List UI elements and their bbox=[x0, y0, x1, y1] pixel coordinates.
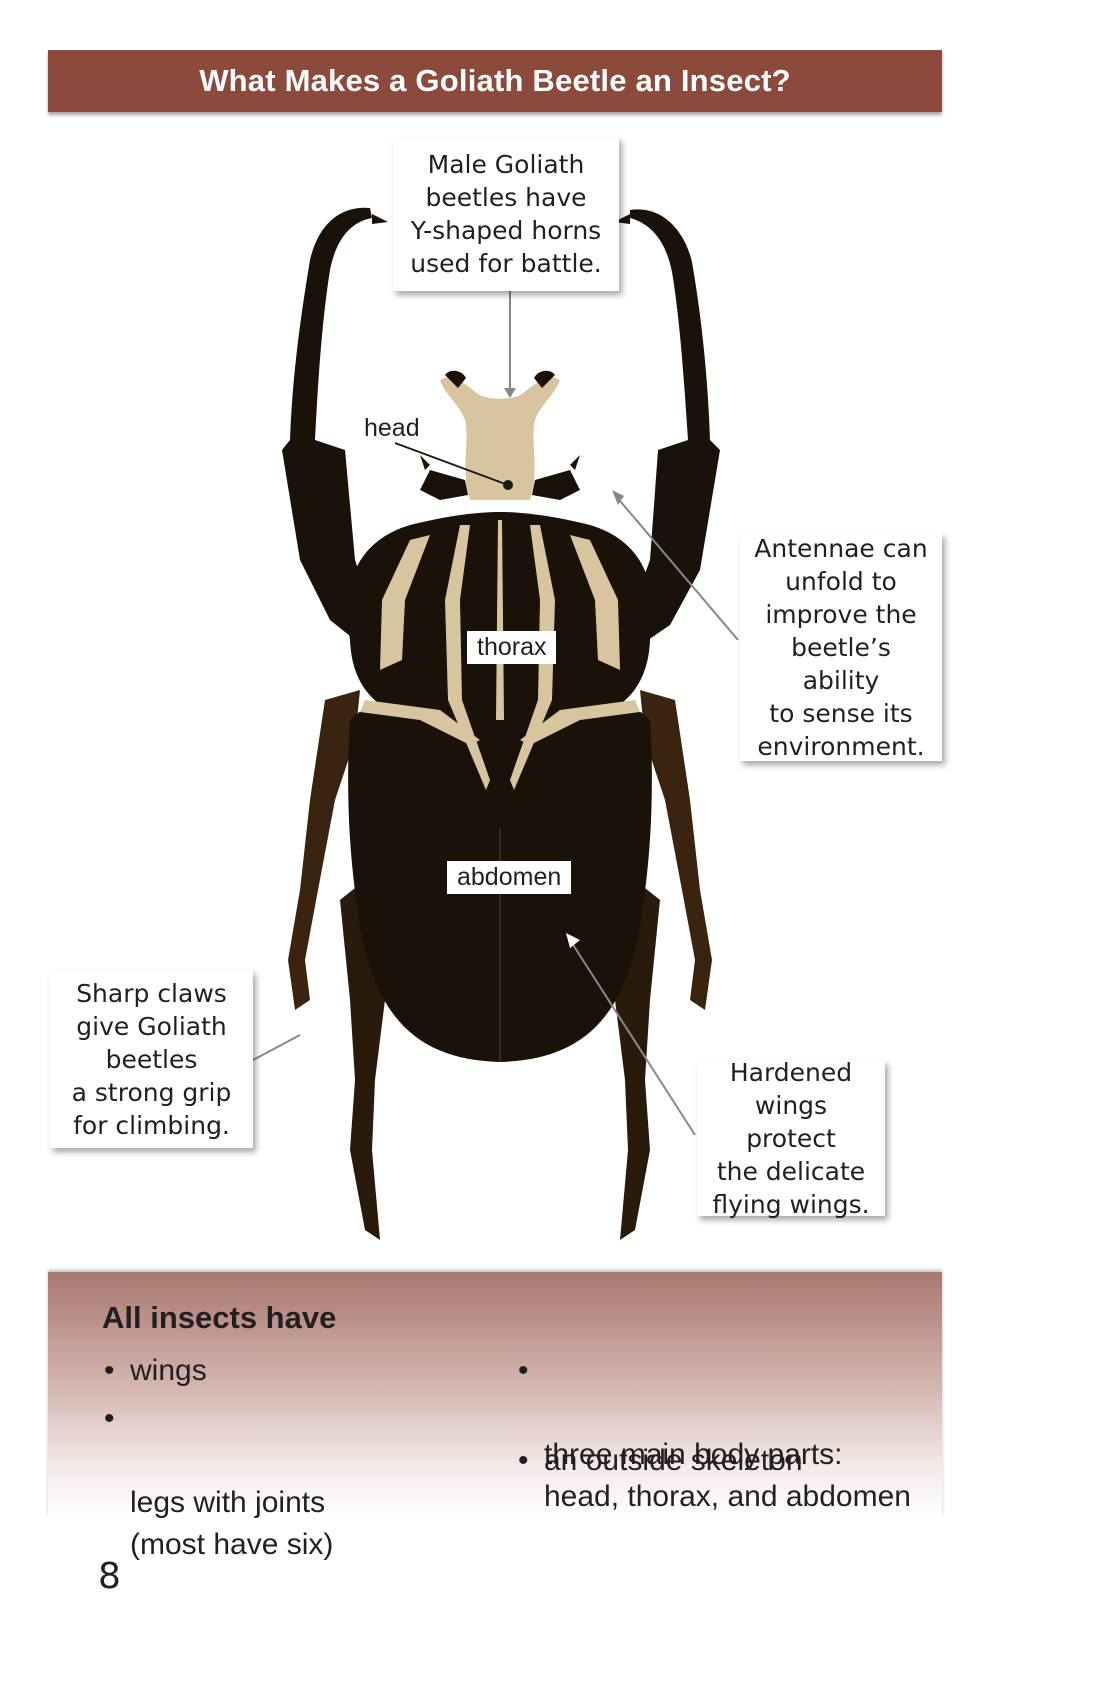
head-shape bbox=[440, 377, 560, 500]
pointer-lines bbox=[252, 290, 739, 1136]
fact-wings: • wings bbox=[104, 1350, 207, 1392]
bullet: • bbox=[518, 1354, 529, 1387]
page-title: What Makes a Goliath Beetle an Insect? bbox=[199, 63, 791, 98]
fact-text: an outside skeleton bbox=[544, 1444, 803, 1477]
page-title-bar: What Makes a Goliath Beetle an Insect? bbox=[48, 50, 942, 112]
facts-heading: All insects have bbox=[102, 1300, 337, 1335]
bullet: • bbox=[104, 1402, 115, 1435]
fact-skeleton: • an outside skeleton bbox=[518, 1440, 803, 1482]
fact-legs: • legs with joints (most have six) bbox=[104, 1398, 333, 1566]
fact-text: three main body parts: head, thorax, and… bbox=[544, 1438, 911, 1513]
bullet: • bbox=[104, 1354, 115, 1387]
abdomen-label: abdomen bbox=[447, 861, 572, 894]
antennae-callout: Antennae can unfold to improve the beetl… bbox=[740, 533, 942, 761]
page-number: 8 bbox=[98, 1556, 121, 1597]
fact-body-parts: • three main body parts: head, thorax, a… bbox=[518, 1350, 911, 1518]
left-foreleg bbox=[282, 207, 388, 640]
head-pointer-dot bbox=[503, 480, 513, 490]
thorax-stripes bbox=[360, 520, 640, 790]
fact-text: wings bbox=[130, 1354, 207, 1387]
insect-facts-panel: All insects have • wings • legs with joi… bbox=[48, 1272, 942, 1561]
bullet: • bbox=[518, 1444, 529, 1477]
middle-legs bbox=[288, 690, 712, 1010]
thorax-label: thorax bbox=[467, 631, 557, 664]
fact-text: legs with joints (most have six) bbox=[130, 1486, 334, 1561]
horns-callout: Male Goliath beetles have Y-shaped horns… bbox=[393, 137, 619, 291]
wings-callout: Hardened wings protect the delicate flyi… bbox=[697, 1058, 885, 1219]
claws-callout: Sharp claws give Goliath beetles a stron… bbox=[50, 970, 253, 1148]
head-label: head bbox=[364, 414, 420, 442]
